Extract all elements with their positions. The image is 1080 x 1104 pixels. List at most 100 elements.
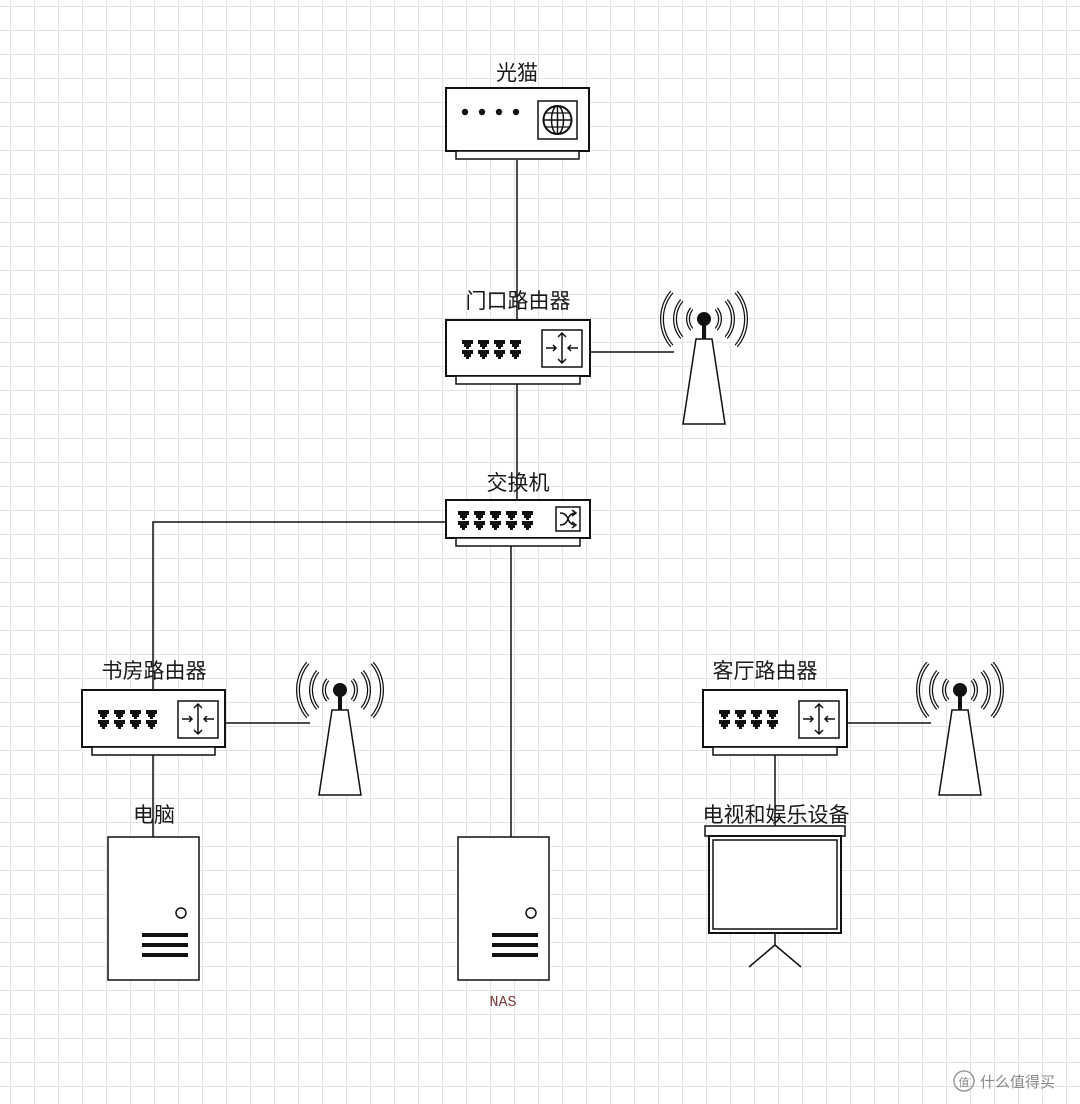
drive-slot xyxy=(142,933,188,937)
pc-tower[interactable] xyxy=(107,836,200,981)
ethernet-port xyxy=(767,710,778,719)
wifi-signal-arc-inner xyxy=(971,679,977,701)
ethernet-port xyxy=(751,720,762,729)
ethernet-port xyxy=(735,720,746,729)
drive-slot xyxy=(492,933,538,937)
ethernet-port xyxy=(510,350,521,359)
drive-slot xyxy=(142,943,188,947)
ethernet-port xyxy=(458,521,469,530)
modem-label: 光猫 xyxy=(496,61,538,85)
ethernet-ports xyxy=(458,511,533,530)
study-router-label: 书房路由器 xyxy=(102,659,207,683)
ethernet-port xyxy=(719,720,730,729)
ethernet-port xyxy=(146,710,157,719)
ethernet-port xyxy=(458,511,469,520)
drive-slot xyxy=(492,953,538,957)
wifi-signal-arc-inner xyxy=(725,299,734,339)
antenna-mast xyxy=(682,338,726,425)
ethernet-port xyxy=(146,720,157,729)
ethernet-port xyxy=(114,710,125,719)
ethernet-port xyxy=(490,511,501,520)
nas-tower[interactable] xyxy=(457,836,550,981)
wifi-signal-arc-inner xyxy=(310,670,319,710)
wifi-signal-arc-inner xyxy=(991,662,1003,718)
ethernet-port xyxy=(478,350,489,359)
wifi-signal-arc-inner xyxy=(351,679,357,701)
ethernet-port xyxy=(114,720,125,729)
study-router-device[interactable] xyxy=(81,689,226,756)
wifi-antenna-icon[interactable] xyxy=(660,290,748,425)
wifi-signal-arc-inner xyxy=(715,308,721,330)
tv-label: 电视和娱乐设备 xyxy=(703,803,850,827)
ethernet-port xyxy=(767,720,778,729)
wifi-signal-arc-inner xyxy=(735,291,747,347)
drive-slot xyxy=(492,943,538,947)
wifi-signal-arc-inner xyxy=(943,679,949,701)
globe-icon xyxy=(537,100,578,140)
wifi-signal-arc-inner xyxy=(371,662,383,718)
wifi-signal-arc-inner xyxy=(981,670,990,710)
ethernet-port xyxy=(735,710,746,719)
ethernet-port xyxy=(98,720,109,729)
ethernet-port xyxy=(494,350,505,359)
ethernet-port xyxy=(522,521,533,530)
living-router-device[interactable] xyxy=(702,689,848,756)
wifi-antenna-icon[interactable] xyxy=(296,661,384,796)
ethernet-port xyxy=(474,521,485,530)
router-arrows-icon xyxy=(177,700,219,739)
switch-cross-icon xyxy=(555,506,581,532)
wifi-signal-arc-inner xyxy=(674,299,683,339)
ethernet-port xyxy=(522,511,533,520)
indicator-light xyxy=(461,108,469,116)
wifi-signal-arc-inner xyxy=(917,662,929,718)
ethernet-port xyxy=(494,340,505,349)
smzdm-logo-icon xyxy=(953,1070,975,1092)
wifi-signal-arc-inner xyxy=(323,679,329,701)
antenna-tip xyxy=(333,683,347,697)
entrance-router-device[interactable] xyxy=(445,319,591,385)
wifi-signal-arc-inner xyxy=(361,670,370,710)
indicator-light xyxy=(495,108,503,116)
ethernet-port xyxy=(474,511,485,520)
ethernet-port xyxy=(719,710,730,719)
ethernet-ports xyxy=(462,340,521,359)
switch-device[interactable] xyxy=(445,499,591,547)
living-router-label: 客厅路由器 xyxy=(713,659,818,683)
power-button-icon xyxy=(175,907,187,919)
link-switch-study-router[interactable] xyxy=(152,521,446,690)
indicator-light xyxy=(478,108,486,116)
ethernet-ports xyxy=(98,710,157,729)
antenna-mast xyxy=(318,709,362,796)
nas-label: NAS xyxy=(489,994,516,1011)
connections xyxy=(152,160,931,837)
ethernet-port xyxy=(462,350,473,359)
wifi-antenna-icon[interactable] xyxy=(916,661,1004,796)
ethernet-port xyxy=(510,340,521,349)
ethernet-ports xyxy=(719,710,778,729)
ethernet-port xyxy=(462,340,473,349)
ethernet-port xyxy=(478,340,489,349)
router-arrows-icon xyxy=(541,329,583,368)
projector-screen-icon[interactable] xyxy=(704,825,846,968)
ethernet-port xyxy=(130,710,141,719)
pc-label: 电脑 xyxy=(133,803,175,827)
wifi-signal-arc-inner xyxy=(687,308,693,330)
ethernet-port xyxy=(506,521,517,530)
watermark-logo-char: 值 xyxy=(959,1076,970,1089)
drive-slot xyxy=(142,953,188,957)
watermark: 值 什么值得买 xyxy=(953,1070,1055,1092)
ethernet-port xyxy=(751,710,762,719)
wifi-signal-arc-inner xyxy=(661,291,673,347)
indicator-light xyxy=(512,108,520,116)
modem-device[interactable] xyxy=(445,87,590,160)
entrance-router-label: 门口路由器 xyxy=(466,289,571,313)
ethernet-port xyxy=(506,511,517,520)
antenna-mast xyxy=(938,709,982,796)
router-arrows-icon xyxy=(798,700,840,739)
switch-label: 交换机 xyxy=(487,471,550,495)
ethernet-port xyxy=(130,720,141,729)
power-button-icon xyxy=(525,907,537,919)
antenna-tip xyxy=(953,683,967,697)
